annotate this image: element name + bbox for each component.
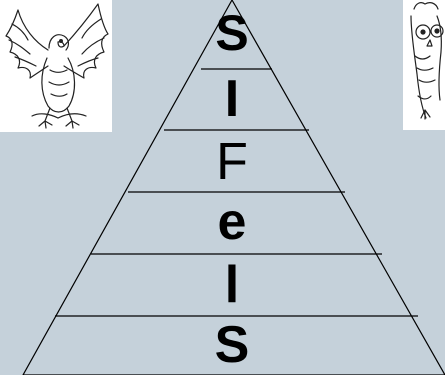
pyramid-letter-4: e <box>218 196 247 248</box>
pyramid-letter-6: S <box>215 319 250 371</box>
pyramid-letter-2: I <box>225 73 239 125</box>
pyramid-letter-5: l <box>225 259 239 311</box>
pyramid-letter-3: F <box>216 136 248 188</box>
pyramid-letter-1: S <box>215 8 248 58</box>
